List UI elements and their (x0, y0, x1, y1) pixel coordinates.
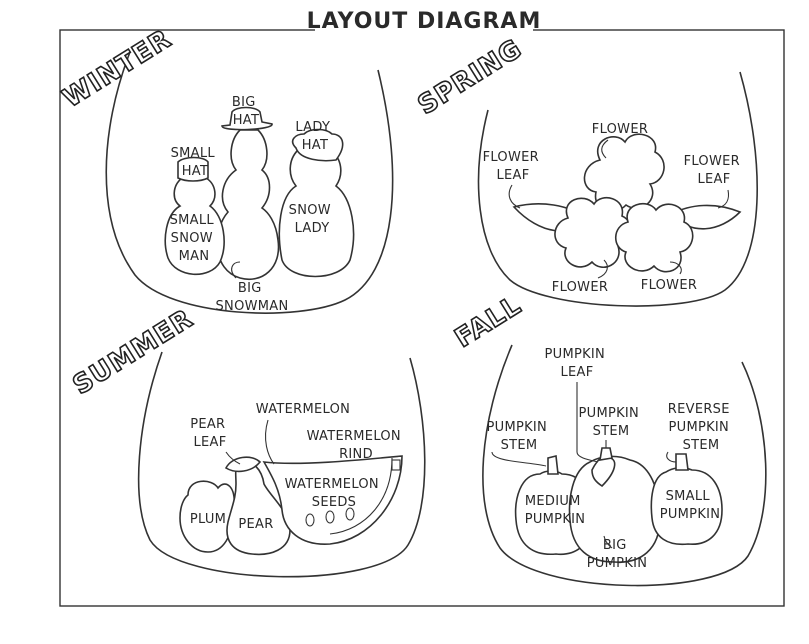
winter-season-title: WINTER (58, 24, 177, 114)
summer-jar-outline (137, 351, 426, 578)
label-flower-leaf-right: FLOWER LEAF (684, 154, 745, 187)
leader-leaf-right (717, 189, 730, 209)
leader-flower-left (597, 259, 608, 279)
watermelon-seed (345, 507, 355, 521)
spring-jar-outline (477, 71, 759, 307)
label-reverse-pumpkin-stem: REVERSE PUMPKIN STEM (668, 402, 734, 453)
label-pumpkin-stem-left: PUMPKIN STEM (486, 420, 551, 453)
big-hat (221, 106, 273, 131)
small-snowman (164, 177, 225, 276)
label-small-hat: SMALL HAT (171, 146, 220, 179)
fall-panel: FALL PUMPKIN LEAF PUMPKIN STEM PUMPKIN S… (449, 290, 767, 587)
label-watermelon: WATERMELON (256, 402, 350, 417)
leader-pumpkin-leaf (576, 382, 599, 463)
label-watermelon-rind: WATERMELON RIND (307, 429, 406, 462)
leader-flower-top (601, 139, 609, 159)
label-big-pumpkin: BIG PUMPKIN (587, 538, 648, 571)
winter-panel: WINTER BIG HAT SMALL HAT LADY HAT SMALL … (57, 23, 394, 314)
label-plum: PLUM (190, 512, 226, 527)
leader-watermelon (265, 419, 275, 465)
fall-jar-outline (482, 344, 767, 587)
medium-pumpkin-stem (547, 455, 559, 475)
label-lady-hat: LADY HAT (295, 120, 334, 153)
label-pear: PEAR (238, 517, 273, 532)
rind-marker (391, 459, 401, 471)
watermelon-seed (305, 513, 315, 527)
label-flower-top: FLOWER (592, 122, 648, 137)
label-watermelon-seeds: WATERMELON SEEDS (285, 477, 384, 510)
plum (179, 480, 236, 553)
label-small-snowman: SMALL SNOW MAN (170, 213, 219, 264)
fall-season-title: FALL (450, 290, 527, 354)
flower-right (614, 202, 694, 273)
label-small-pumpkin: SMALL PUMPKIN (660, 489, 721, 522)
label-big-snowman: BIG SNOWMAN (216, 281, 289, 314)
leader-reverse-stem (666, 451, 677, 463)
leader-flower-right (669, 261, 682, 275)
label-pear-leaf: PEAR LEAF (190, 417, 230, 450)
small-hat (177, 156, 209, 182)
label-snow-lady: SNOW LADY (289, 203, 336, 236)
winter-jar-outline (105, 51, 394, 314)
spring-panel: SPRING FLOWER FLOWER LEAF FLOWER LEAF FL… (412, 33, 759, 307)
diagram-title: LAYOUT DIAGRAM (307, 9, 542, 34)
reverse-pumpkin-stem (675, 453, 689, 471)
leader-leaf-left (508, 184, 521, 209)
label-medium-pumpkin: MEDIUM PUMPKIN (525, 494, 586, 527)
leader-pumpkin-stem-left (491, 451, 547, 467)
label-pumpkin-stem-mid: PUMPKIN STEM (578, 406, 643, 439)
label-big-hat: BIG HAT (232, 95, 260, 128)
watermelon-rind (329, 457, 393, 535)
lady-hat (291, 128, 344, 162)
leader-pear-leaf (225, 451, 241, 465)
snow-lady (278, 149, 355, 278)
label-pumpkin-leaf: PUMPKIN LEAF (544, 347, 609, 380)
watermelon-seed (325, 510, 335, 524)
title-backdrop (315, 6, 533, 40)
spring-season-title: SPRING (413, 34, 528, 121)
leader-big-snowman (231, 261, 241, 279)
pear (226, 460, 291, 556)
big-pumpkin-stem (599, 447, 613, 461)
small-pumpkin (650, 467, 723, 546)
label-flower-right: FLOWER (641, 278, 697, 293)
summer-season-title: SUMMER (68, 304, 199, 401)
big-pumpkin (568, 455, 661, 563)
big-snowman (216, 129, 280, 280)
flower-top (583, 133, 665, 213)
label-flower-leaf-left: FLOWER LEAF (483, 150, 544, 183)
label-flower-left: FLOWER (552, 280, 608, 295)
leader-big-pumpkin (603, 535, 613, 549)
summer-panel: SUMMER PEAR LEAF WATERMELON WATERMELON R… (67, 303, 426, 578)
watermelon (262, 455, 403, 545)
